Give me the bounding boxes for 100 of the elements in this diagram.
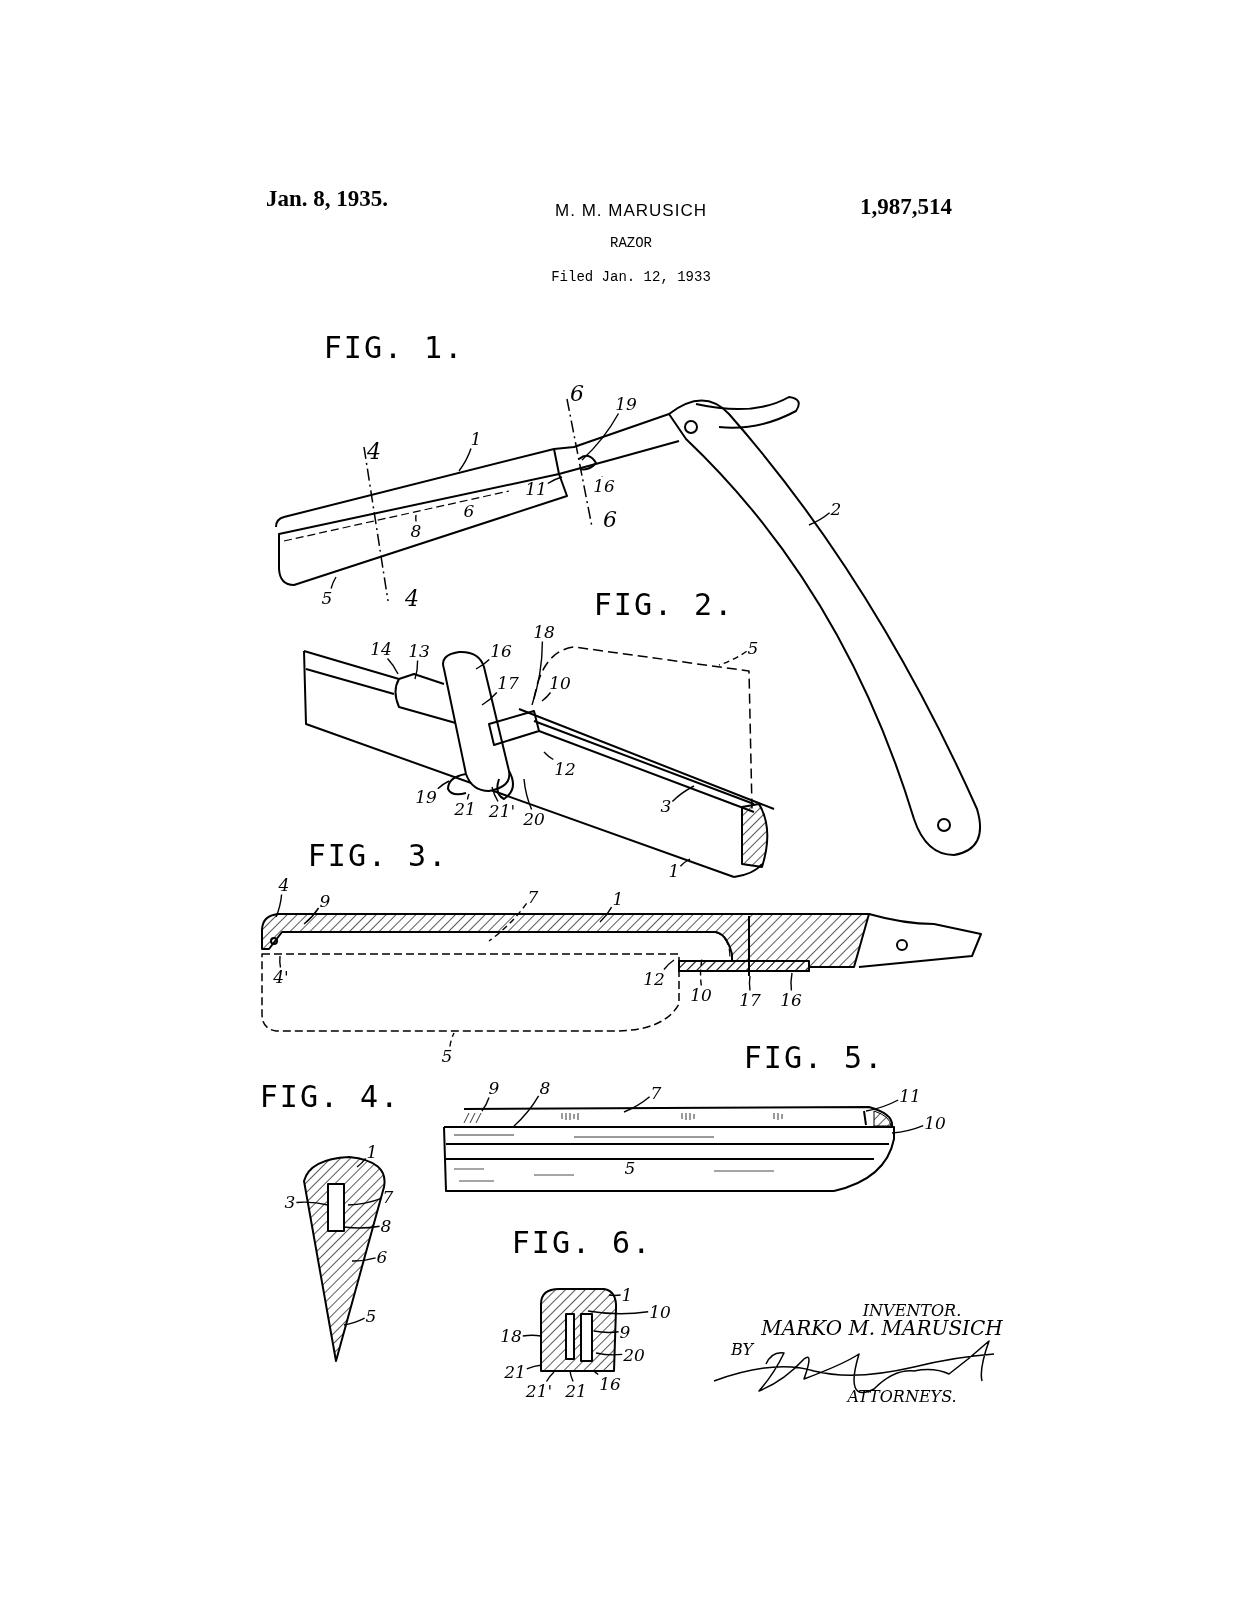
leader-line [699, 958, 703, 987]
callout-number: 17 [497, 674, 519, 692]
leader-line [891, 1125, 924, 1134]
callout-number: 8 [410, 522, 422, 540]
leader-line [351, 1257, 377, 1262]
leader-line [303, 907, 320, 925]
inventor-name: M. M. MARUSICH [555, 201, 707, 221]
callout-number: 10 [924, 1114, 946, 1132]
leader-line [488, 902, 528, 942]
callout-number: 20 [623, 1346, 645, 1364]
leader-line [541, 691, 552, 702]
leader-line [356, 1157, 367, 1168]
leader-line [593, 1330, 620, 1334]
leader-line [608, 1294, 622, 1297]
leader-line [347, 1197, 383, 1206]
leader-line [481, 1096, 490, 1112]
callout-number: 18 [500, 1327, 522, 1345]
leader-line [466, 793, 470, 801]
callout-number: 3 [660, 797, 672, 815]
section-mark: 4 [367, 438, 381, 464]
leader-line [671, 785, 695, 803]
leader-line [593, 1370, 599, 1376]
leader-line [437, 780, 450, 790]
figure-label: FIG. 4. [259, 1078, 401, 1114]
section-mark: 6 [570, 380, 584, 406]
blade-drawing [443, 1106, 895, 1192]
leader-line [790, 972, 793, 992]
leader-line [449, 1032, 455, 1048]
leader-line [581, 412, 620, 461]
leader-line [522, 1334, 542, 1337]
leader-line [386, 657, 399, 675]
callout-number: 21 [454, 800, 476, 818]
callout-number: 1 [612, 890, 624, 908]
signature-caption: BY [731, 1339, 753, 1359]
leader-line [513, 1095, 540, 1127]
callout-number: 16 [593, 477, 615, 495]
callout-number: 12 [643, 970, 665, 988]
leader-line [275, 893, 283, 918]
leader-line [414, 659, 419, 680]
callout-number: 11 [899, 1087, 921, 1105]
leader-line [415, 514, 417, 523]
leader-line [491, 786, 499, 803]
callout-number: 13 [408, 642, 430, 660]
figure-label: FIG. 5. [743, 1039, 885, 1075]
callout-number: 17 [739, 991, 761, 1009]
figure-label: FIG. 1. [323, 329, 465, 365]
callout-number: 7 [382, 1188, 394, 1206]
leader-line [595, 1352, 623, 1356]
callout-number: 16 [599, 1375, 621, 1393]
leader-line [279, 955, 282, 969]
leader-line [481, 691, 498, 706]
leader-line [295, 1201, 329, 1206]
callout-number: 6 [376, 1248, 388, 1266]
leader-line [587, 1310, 649, 1315]
callout-number: 21' [488, 802, 516, 820]
leader-line [599, 906, 613, 923]
leader-line [531, 640, 544, 706]
leader-line [718, 650, 748, 666]
leader-line [458, 447, 472, 472]
callout-number: 9 [488, 1079, 500, 1097]
callout-number: 10 [649, 1303, 671, 1321]
leader-line [343, 1225, 381, 1229]
leader-line [623, 1096, 651, 1113]
callout-number: 1 [621, 1286, 633, 1304]
callout-number: 4 [278, 876, 290, 894]
razor-section-drawing [261, 913, 982, 1032]
callout-number: 20 [523, 810, 545, 828]
leader-line [808, 512, 831, 526]
callout-number: 8 [380, 1217, 392, 1235]
callout-number: 10 [690, 986, 712, 1004]
callout-number: 5 [747, 639, 759, 657]
date-text: Jan. 8, 1935. [266, 186, 388, 212]
callout-number: 1 [470, 430, 482, 448]
callout-number: 1 [366, 1143, 378, 1161]
leader-line [475, 658, 490, 670]
callout-number: 5 [365, 1307, 377, 1325]
callout-number: 19 [415, 788, 437, 806]
cross-section-drawing [540, 1288, 618, 1372]
figure-label: FIG. 3. [307, 837, 449, 873]
callout-number: 5 [441, 1047, 453, 1065]
leader-line [569, 1370, 574, 1383]
signature-caption: ATTORNEYS. [847, 1386, 957, 1406]
leader-line [547, 476, 563, 485]
callout-number: 12 [554, 760, 576, 778]
leader-line [543, 751, 554, 761]
callout-number: 5 [624, 1159, 636, 1177]
callout-number: 16 [780, 991, 802, 1009]
leader-line [523, 778, 533, 811]
leader-line [679, 858, 691, 867]
figure-label: FIG. 6. [511, 1224, 653, 1260]
callout-number: 4' [273, 968, 289, 986]
leader-line [545, 1371, 555, 1383]
callout-number: 8 [539, 1079, 551, 1097]
callout-number: 18 [533, 623, 555, 641]
leader-line [343, 1317, 366, 1326]
callout-number: 5 [321, 589, 333, 607]
callout-number: 6 [463, 502, 475, 520]
callout-number: 19 [615, 395, 637, 413]
callout-number: 21 [565, 1382, 587, 1400]
callout-number: 9 [619, 1323, 631, 1341]
